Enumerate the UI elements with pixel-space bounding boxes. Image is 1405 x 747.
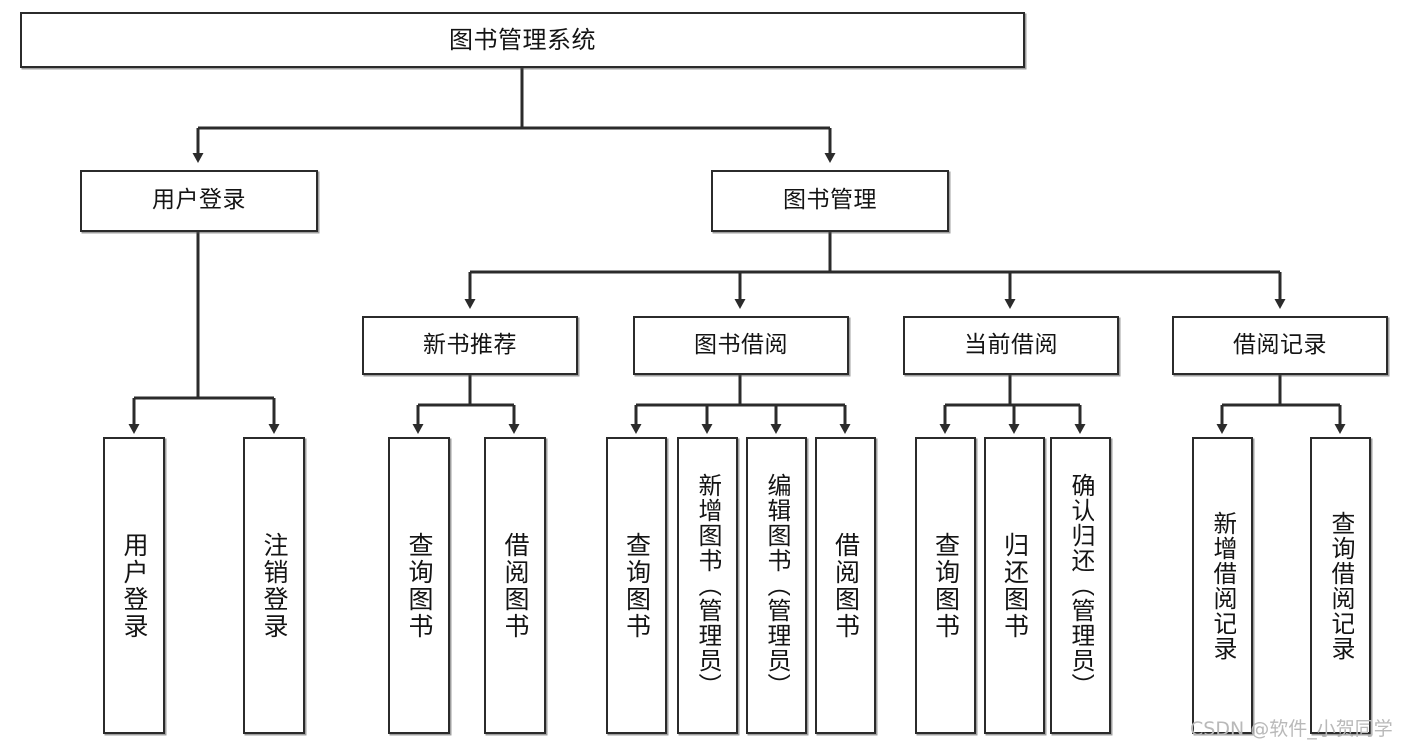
- node-label: 借阅记录: [1233, 331, 1327, 358]
- node-root-system[interactable]: 图书管理系统: [20, 12, 1025, 68]
- node-label: 图书借阅: [694, 331, 788, 358]
- node-label: 注销登录: [260, 531, 288, 640]
- leaf-user-login-logout[interactable]: 注销登录: [243, 437, 305, 734]
- node-borrow-record[interactable]: 借阅记录: [1172, 316, 1388, 375]
- leaf-borrow-borrow-book[interactable]: 借阅图书: [815, 437, 876, 734]
- node-current-borrow[interactable]: 当前借阅: [903, 316, 1119, 375]
- node-label: 新书推荐: [423, 331, 517, 358]
- node-label: 编辑图书（管理员）: [763, 473, 790, 698]
- node-label: 查询图书: [622, 531, 651, 640]
- node-label: 新增图书（管理员）: [694, 473, 721, 698]
- leaf-borrow-edit-book-admin[interactable]: 编辑图书（管理员）: [746, 437, 807, 734]
- node-label: 图书管理系统: [449, 25, 596, 54]
- leaf-record-add-record[interactable]: 新增借阅记录: [1192, 437, 1253, 734]
- leaf-record-query-record[interactable]: 查询借阅记录: [1310, 437, 1371, 734]
- node-label: 借阅图书: [831, 531, 860, 640]
- node-label: 查询图书: [405, 531, 433, 640]
- node-label: 新增借阅记录: [1209, 510, 1236, 661]
- node-label: 确认归还（管理员）: [1067, 473, 1094, 698]
- node-label: 用户登录: [152, 187, 246, 214]
- leaf-recommend-borrow-book[interactable]: 借阅图书: [484, 437, 546, 734]
- leaf-current-query-book[interactable]: 查询图书: [915, 437, 976, 734]
- node-label: 图书管理: [783, 187, 877, 214]
- node-label: 查询图书: [931, 531, 960, 640]
- node-label: 归还图书: [1000, 531, 1029, 640]
- leaf-current-confirm-return-admin[interactable]: 确认归还（管理员）: [1050, 437, 1111, 734]
- node-label: 用户登录: [120, 531, 148, 640]
- node-label: 借阅图书: [501, 531, 529, 640]
- node-new-book-recommend[interactable]: 新书推荐: [362, 316, 578, 375]
- node-book-management[interactable]: 图书管理: [711, 170, 949, 232]
- leaf-borrow-add-book-admin[interactable]: 新增图书（管理员）: [677, 437, 738, 734]
- leaf-recommend-query-book[interactable]: 查询图书: [388, 437, 450, 734]
- node-label: 查询借阅记录: [1327, 510, 1354, 661]
- node-book-borrow[interactable]: 图书借阅: [633, 316, 849, 375]
- leaf-current-return-book[interactable]: 归还图书: [984, 437, 1045, 734]
- node-label: 当前借阅: [964, 331, 1058, 358]
- leaf-borrow-query-book[interactable]: 查询图书: [606, 437, 667, 734]
- watermark: CSDN @软件_小贺同学: [1190, 718, 1393, 740]
- leaf-user-login-login[interactable]: 用户登录: [103, 437, 165, 734]
- node-user-login[interactable]: 用户登录: [80, 170, 318, 232]
